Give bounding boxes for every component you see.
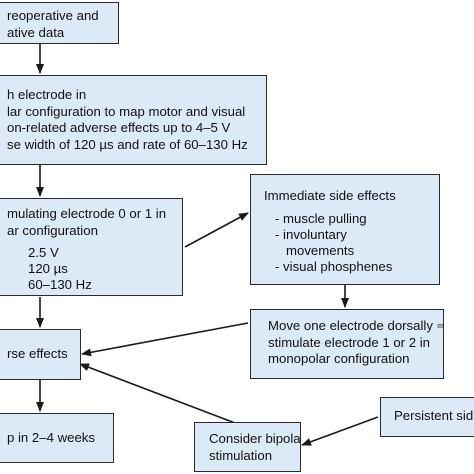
box-line: stimulation	[209, 447, 273, 463]
box-line: lar configuration to map motor and visua…	[7, 103, 246, 119]
box-adverse-effects: rse effects	[0, 329, 81, 380]
arrow-stim-to-immediate	[184, 212, 249, 248]
list-item: - visual phosphenes	[275, 258, 393, 274]
list-item: movements	[286, 242, 355, 258]
arrow-move-to-adverse	[81, 322, 249, 357]
box-line: mulating electrode 0 or 1 in	[7, 206, 167, 221]
box-consider-bipolar: Consider bipolar stimulation	[194, 422, 301, 472]
arrow-bipolar-to-adverse	[79, 363, 236, 424]
box-persistent-side-effects: Persistent sid	[380, 397, 474, 437]
box-follow-up: p in 2–4 weeks	[0, 413, 114, 463]
box-line: on-related adverse effects up to 4–5 V	[7, 120, 231, 135]
list-item: - muscle pulling	[275, 210, 367, 226]
stimulation-params: 2.5 V 120 µs 60–130 Hz	[7, 245, 182, 293]
box-line: stimulate electrode 1 or 2 in	[268, 334, 430, 350]
param-rate: 60–130 Hz	[28, 277, 92, 292]
box-line: Consider bipolar	[209, 431, 301, 446]
box-line: rse effects	[7, 346, 68, 361]
box-mapping-adverse-effects: h electrode in lar configuration to map …	[0, 75, 267, 165]
list-item: - involuntary	[275, 226, 347, 242]
box-line: ative data	[7, 24, 65, 40]
box-line: ar configuration	[7, 222, 98, 238]
param-pulse-width: 120 µs	[28, 261, 68, 276]
side-effect-list: - muscle pulling - involuntary movements…	[264, 211, 439, 275]
arrow-persistent-to-bipolar	[301, 416, 379, 446]
box-title: Immediate side effects	[264, 188, 396, 203]
box-line: h electrode in	[7, 87, 87, 102]
box-preoperative-data: reoperative and ative data	[0, 2, 119, 44]
box-line: reoperative and	[7, 8, 99, 23]
box-line: monopolar configuration	[268, 351, 410, 366]
box-immediate-side-effects: Immediate side effects - muscle pulling …	[250, 174, 440, 285]
box-line: se width of 120 µs and rate of 60–130 Hz	[7, 136, 248, 152]
box-stimulating-electrode: mulating electrode 0 or 1 in ar configur…	[0, 198, 183, 296]
box-line: Persistent sid	[394, 408, 474, 423]
param-voltage: 2.5 V	[28, 245, 59, 260]
box-line: p in 2–4 weeks	[7, 430, 95, 445]
box-move-electrode: Move one electrode dorsally ⇒ stimulate …	[250, 309, 444, 379]
box-line: Move one electrode dorsally ⇒	[268, 318, 444, 333]
